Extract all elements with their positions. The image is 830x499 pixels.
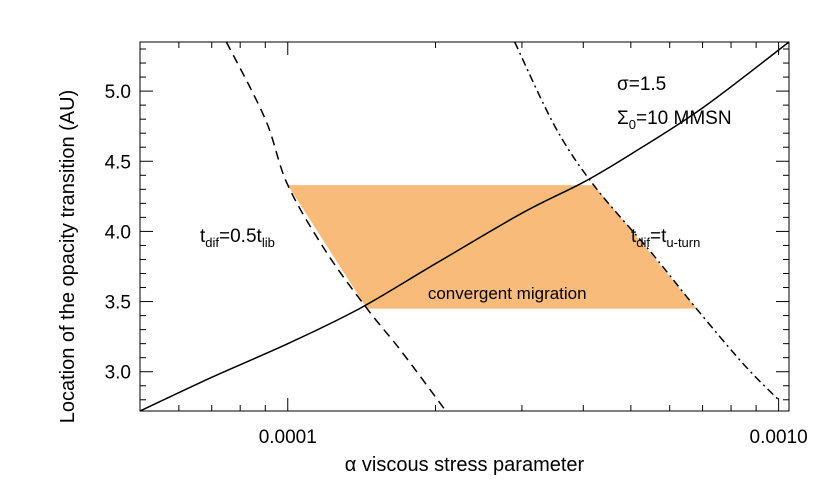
convergent-migration-region (287, 185, 697, 309)
right-curve-annotation: tdif=tu-turn (631, 226, 700, 250)
sigma0-main: Σ (617, 108, 629, 129)
region-label: convergent migration (428, 284, 587, 303)
left-t: t (200, 226, 206, 247)
curve-solid (139, 41, 790, 412)
sigma0-sub: 0 (629, 117, 636, 132)
x-axis-label: α viscous stress parameter (345, 454, 585, 476)
y-axis-label: Location of the opacity transition (AU) (57, 90, 79, 424)
curve-dashed (225, 41, 447, 412)
right-sub2: u-turn (666, 235, 700, 250)
left-mid: =0.5t (219, 226, 263, 247)
y-tick-label: 3.5 (105, 293, 131, 314)
y-tick-label: 4.5 (105, 152, 131, 173)
right-t: t (631, 226, 637, 247)
x-tick-label: 0.0001 (259, 427, 317, 448)
right-mid: =t (650, 226, 667, 247)
right-sub1: dif (636, 235, 650, 250)
left-curve-annotation: tdif=0.5tlib (200, 226, 275, 250)
left-sub1: dif (205, 235, 219, 250)
y-tick-label: 4.0 (105, 222, 131, 243)
curves (139, 41, 790, 412)
x-tick-label: 0.0010 (750, 427, 808, 448)
y-tick-label: 5.0 (105, 82, 131, 103)
sigma0-annotation: Σ0=10 MMSN (617, 108, 732, 132)
sigma0-rest: =10 MMSN (636, 108, 732, 129)
ticks: 3.0 3.5 4.0 4.5 5.0 0.0001 0.0010 (105, 42, 808, 448)
y-tick-label: 3.0 (105, 363, 131, 384)
plot-frame (139, 41, 790, 412)
curve-dashdot (514, 41, 780, 401)
left-sub2: lib (262, 235, 275, 250)
sigma-annotation: σ=1.5 (617, 74, 666, 95)
